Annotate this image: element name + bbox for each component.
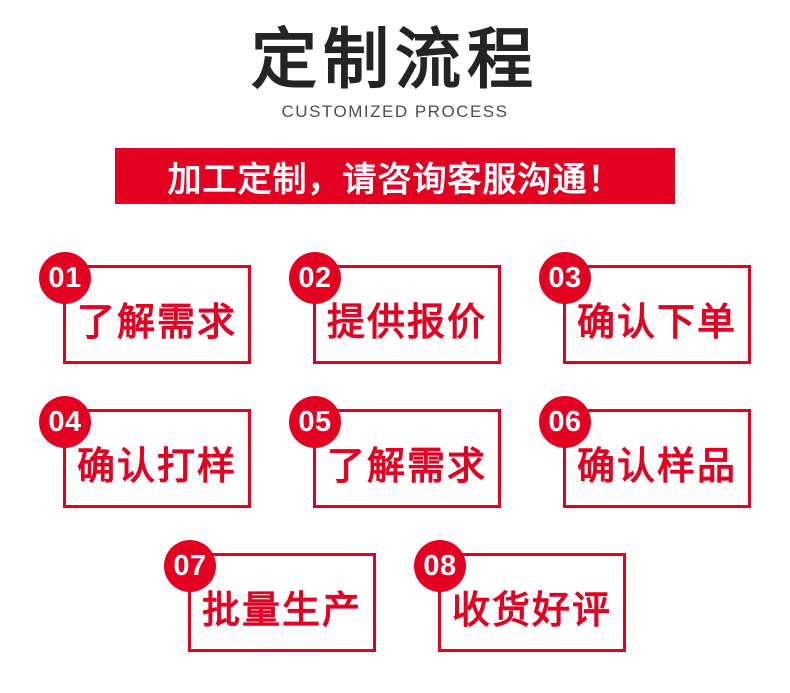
step-label: 收货好评 [451, 590, 612, 632]
step-label-box: 了解需求 [313, 409, 501, 508]
page-subtitle: CUSTOMIZED PROCESS [281, 102, 509, 121]
step-label: 确认样品 [576, 446, 737, 488]
step-label-box: 了解需求 [63, 265, 251, 364]
step-number: 01 [48, 261, 82, 294]
step-number: 08 [423, 549, 457, 582]
step-01: 了解需求 01 [39, 252, 251, 364]
step-label: 批量生产 [201, 590, 362, 632]
step-number: 06 [548, 405, 582, 438]
step-number-badge: 02 [289, 252, 341, 304]
step-number-badge: 07 [164, 540, 216, 592]
steps-grid: 了解需求 01 提供报价 02 确认下单 03 [0, 252, 790, 652]
step-04: 确认打样 04 [39, 396, 251, 508]
header: 定制流程 CUSTOMIZED PROCESS [0, 0, 790, 122]
steps-row-2: 确认打样 04 了解需求 05 确认样品 06 [0, 396, 790, 508]
steps-row-3: 批量生产 07 收货好评 08 [0, 540, 790, 652]
step-label: 提供报价 [326, 302, 487, 344]
step-05: 了解需求 05 [289, 396, 501, 508]
step-07: 批量生产 07 [164, 540, 376, 652]
consult-banner-text: 加工定制，请咨询客服沟通！ [167, 160, 623, 199]
step-number-badge: 01 [39, 252, 91, 304]
step-number: 04 [48, 405, 82, 438]
step-number: 02 [298, 261, 332, 294]
step-08: 收货好评 08 [414, 540, 626, 652]
step-number-badge: 03 [539, 252, 591, 304]
step-number-badge: 04 [39, 396, 91, 448]
step-label: 确认打样 [76, 446, 237, 488]
step-number: 03 [548, 261, 582, 294]
step-number: 07 [173, 549, 207, 582]
step-label: 了解需求 [326, 446, 487, 488]
step-03: 确认下单 03 [539, 252, 751, 364]
step-number-badge: 08 [414, 540, 466, 592]
step-number-badge: 06 [539, 396, 591, 448]
step-label-box: 确认下单 [563, 265, 751, 364]
step-number-badge: 05 [289, 396, 341, 448]
step-label: 了解需求 [76, 302, 237, 344]
consult-banner: 加工定制，请咨询客服沟通！ [115, 148, 675, 204]
step-label-box: 提供报价 [313, 265, 501, 364]
step-02: 提供报价 02 [289, 252, 501, 364]
step-label: 确认下单 [576, 302, 737, 344]
step-label-box: 批量生产 [188, 553, 376, 652]
step-label-box: 确认打样 [63, 409, 251, 508]
step-label-box: 收货好评 [438, 553, 626, 652]
step-label-box: 确认样品 [563, 409, 751, 508]
step-number: 05 [298, 405, 332, 438]
step-06: 确认样品 06 [539, 396, 751, 508]
page-title: 定制流程 [251, 22, 539, 96]
steps-row-1: 了解需求 01 提供报价 02 确认下单 03 [0, 252, 790, 364]
